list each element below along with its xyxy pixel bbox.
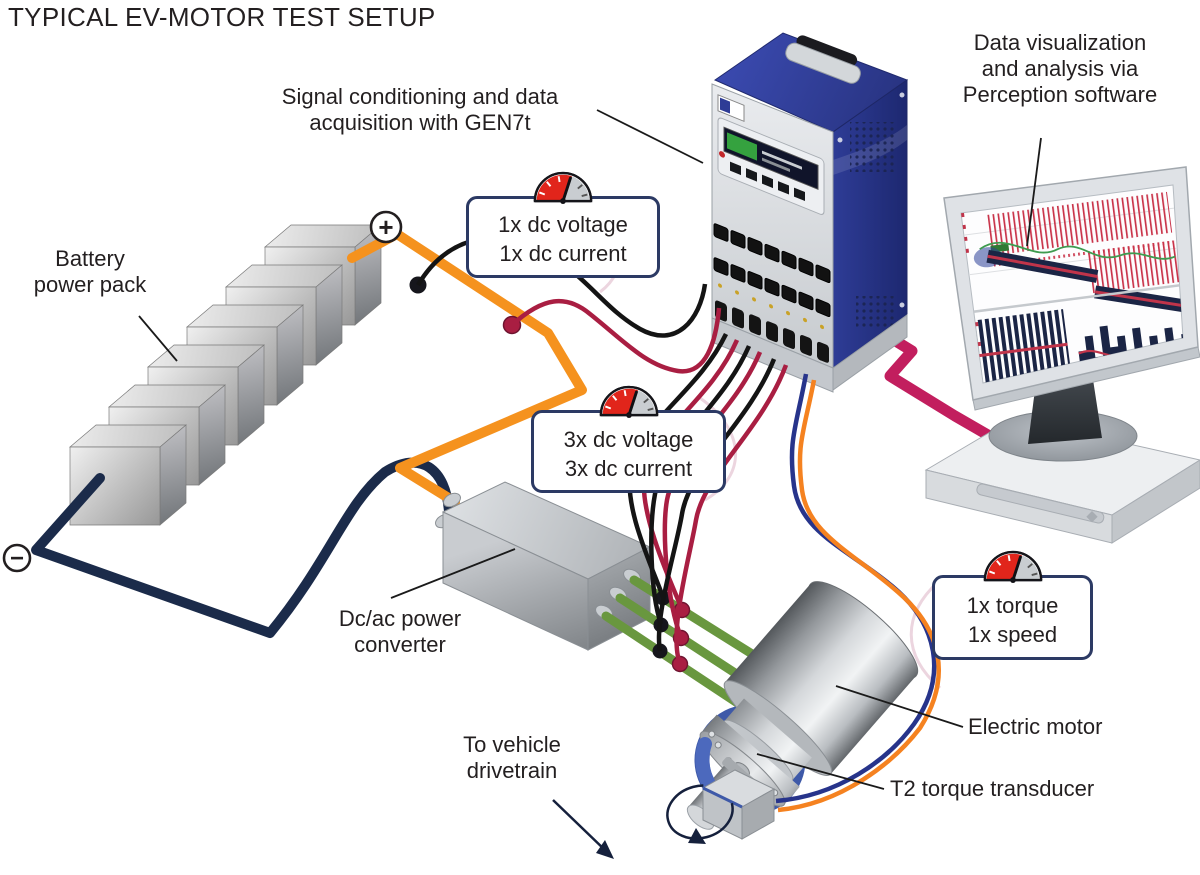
label-line: acquisition with GEN7t [309, 110, 531, 135]
label-torque-transducer: T2 torque transducer [890, 776, 1095, 801]
vent-grille [856, 296, 896, 330]
plus-icon: + [378, 212, 393, 242]
gen7t-daq [711, 32, 909, 393]
sense-wire-crimson [674, 364, 789, 665]
measurement-line: 1x dc current [499, 241, 627, 266]
label-electric-motor: Electric motor [968, 714, 1103, 739]
pointer-lines [138, 109, 1042, 790]
label-line: Data visualization [973, 30, 1147, 55]
label-line: and analysis via [981, 56, 1139, 81]
label-vehicle-drivetrain: To vehicle drivetrain [442, 732, 582, 784]
label-line: converter [354, 632, 446, 657]
label-data-visualization: Data visualization and analysis via Perc… [945, 30, 1175, 108]
sense-wire-black [649, 345, 752, 625]
connector-block [713, 257, 831, 318]
dc-ac-converter [435, 481, 652, 651]
drivetrain-arrow [552, 799, 614, 859]
rotation-arrow [666, 784, 734, 844]
pointer-line-battery [138, 315, 178, 362]
carry-handle [785, 35, 861, 84]
label-line: Signal conditioning and data [281, 84, 559, 109]
minus-icon: − [10, 545, 24, 572]
front-panel [713, 94, 831, 363]
battery-cell [69, 424, 187, 526]
pointer-line-motor [835, 685, 964, 728]
measurement-box-dc1: 1x dc voltage 1x dc current [466, 196, 660, 278]
negative-wire [31, 457, 454, 638]
label-power-converter: Dc/ac power converter [312, 606, 488, 658]
measurement-line: 1x torque [966, 592, 1059, 618]
panel-buttons [730, 161, 805, 202]
torque-speed-cable-orange [777, 379, 941, 813]
label-signal-conditioning: Signal conditioning and data acquisition… [235, 84, 605, 136]
vent-grille [850, 122, 896, 172]
label-line: power pack [33, 272, 147, 297]
label-line: Dc/ac power [338, 606, 462, 631]
page-title: TYPICAL EV-MOTOR TEST SETUP [8, 2, 436, 32]
pointer-line-signal [596, 109, 704, 164]
case-slot [976, 483, 1105, 524]
negative-terminal: − [2, 543, 32, 573]
sense-wire-black [656, 358, 777, 652]
positive-terminal: + [369, 210, 403, 244]
label-battery-pack: Battery power pack [28, 246, 152, 298]
monitor [943, 166, 1200, 411]
io-pins [718, 283, 824, 330]
connector-block [713, 223, 831, 284]
label-line: Battery [55, 246, 125, 271]
bottom-terminals [715, 300, 829, 363]
pointer-line-transducer [756, 753, 885, 790]
label-line: drivetrain [466, 758, 558, 783]
gauge-meter-icon [598, 385, 660, 418]
measurement-box-dc3: 3x dc voltage 3x dc current [531, 410, 726, 493]
mounting-block [701, 769, 776, 840]
measurement-line: 1x speed [967, 621, 1058, 647]
measurement-line: 3x dc voltage [563, 426, 694, 452]
gauge-meter-icon [532, 171, 594, 204]
label-line: Perception software [962, 82, 1158, 107]
sense-wire-crimson [510, 298, 722, 374]
measurement-line: 1x dc voltage [498, 212, 628, 237]
label-line: To vehicle [463, 732, 561, 757]
measurement-box-torque: 1x torque 1x speed [932, 575, 1093, 660]
gauge-meter-icon [982, 550, 1044, 583]
sense-wire-crimson [662, 351, 763, 638]
pointer-line-dataviz [1026, 137, 1042, 247]
measurement-line: 3x dc current [564, 455, 693, 481]
pointer-line-converter [390, 548, 516, 599]
